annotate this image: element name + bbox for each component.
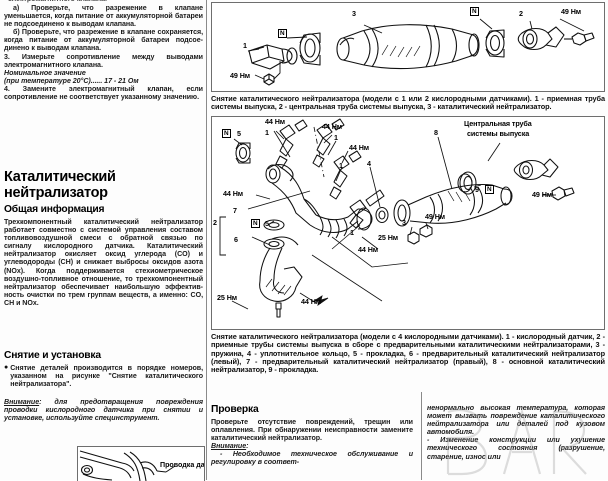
figure2-callout-2: 2 xyxy=(213,217,217,227)
inspection-section: Проверка Проверьте отсутствие повреждени… xyxy=(211,404,413,466)
figure1-n-mark-1: N xyxy=(278,29,287,38)
inspection-warning-label: Внимание xyxy=(211,441,247,450)
figure2-callout-5-a: 5 xyxy=(237,128,241,138)
figure2-callout-6: 6 xyxy=(234,234,238,244)
bullet-icon: ● xyxy=(4,364,9,371)
figure2-callout-7: 7 xyxy=(233,205,237,215)
figure2-center-pipe-label-line2: системы выпуска xyxy=(467,128,530,138)
figure2-n-mark-3: N xyxy=(485,184,494,194)
figure2-torque-44-a: 44 Нм xyxy=(265,116,285,126)
figure2-n-mark-1: N xyxy=(222,128,231,138)
page-title: Каталитический нейтрализатор xyxy=(4,169,116,201)
figure-2-drawing xyxy=(219,118,575,318)
figure2-callout-3: 3 xyxy=(402,217,406,227)
figure2-torque-44-e: 44 Нм xyxy=(358,244,378,254)
sensor-wiring-illustration: Проводка датчика xyxy=(77,446,205,481)
column-divider-1 xyxy=(205,0,207,480)
figure2-torque-44-f: 44 Нм xyxy=(301,296,321,306)
figure2-callout-5-b: 5 xyxy=(265,218,269,228)
figure1-callout-3: 3 xyxy=(352,9,356,18)
figure1-callout-1: 1 xyxy=(243,41,247,50)
sensor-wiring-drawing xyxy=(79,450,176,481)
nominal-label: Номинальное значение xyxy=(4,68,86,77)
nominal-value: (при температуре 20°C)...... 17 - 21 Ом xyxy=(4,76,139,85)
inspection-warning-colon: : xyxy=(246,441,249,450)
inspection-heading: Проверка xyxy=(211,404,259,415)
figure2-torque-49-b: 49 Нм xyxy=(532,189,552,199)
sensor-wiring-label-line1: Проводка датчика xyxy=(160,461,205,469)
figure2-torque-44-b: 44 Нм xyxy=(322,121,342,131)
figure2-callout-1-b: 1 xyxy=(334,132,338,142)
figure-2-caption: Снятие каталитического нейтрализатора (м… xyxy=(211,331,605,375)
figure2-center-pipe-label-line1: Центральная труба xyxy=(464,118,532,128)
warning-paragraph: Внимание: для предотвращения по­вреждени… xyxy=(4,398,203,422)
figure1-n-mark-2: N xyxy=(470,7,479,16)
figure2-callout-1-a: 1 xyxy=(265,127,269,137)
continuation-text: ненормально высокая температура, которая… xyxy=(427,404,605,437)
figure-1-drawing xyxy=(247,18,595,86)
step-a: а) Проверьте, что разрежение в кла­пане … xyxy=(4,4,203,29)
general-info-text: Трехкомпонентный каталитический ней­трал… xyxy=(4,218,203,307)
section-removal-heading: Снятие и установка xyxy=(4,350,101,361)
figure2-n-mark-2: N xyxy=(251,218,260,228)
figure2-callout-1-c: 1 xyxy=(339,160,343,170)
step-3: 3. Измерьте сопротивление между выводами… xyxy=(4,52,203,69)
figure2-torque-49-a: 49 Нм xyxy=(425,211,445,221)
figures-column: 1 3 2 49 Нм 49 Нм N N Снятие каталитичес… xyxy=(211,0,605,375)
figure2-torque-25-a: 25 Нм xyxy=(378,232,398,242)
left-text-column: электромагнитного клапана. а) Проверьте,… xyxy=(4,0,203,480)
continuation-bullet-2: - Изменение конструкции или уху­шение те… xyxy=(427,436,605,461)
figure2-callout-9: 9 xyxy=(475,184,479,194)
continuation-section: ненормально высокая температура, которая… xyxy=(427,404,605,461)
figure2-torque-25-b: 25 Нм xyxy=(217,292,237,302)
figure2-callout-4: 4 xyxy=(367,158,371,168)
figure-1-caption: Снятие каталитического нейтрализатора (м… xyxy=(211,94,605,112)
figure-2-exhaust-4-sensors: 44 Нм 44 Нм 44 Нм 1 1 1 4 8 5 5 7 6 2 3 … xyxy=(211,115,605,330)
step-4: 4. Замените электромагнитный кла­пан, ес… xyxy=(4,84,203,102)
removal-bullet-text: Снятие деталей производится в по­рядке н… xyxy=(10,364,203,389)
figure1-callout-2: 2 xyxy=(519,9,523,18)
column-divider-2 xyxy=(421,392,422,480)
step-b: б) Проверьте, что разрежение в клапане с… xyxy=(4,28,203,53)
figure1-torque-49-right: 49 Нм xyxy=(561,7,581,16)
inspection-warning-line: Внимание: xyxy=(211,442,413,450)
inspection-text: Проверьте отсутствие повреждений, трещин… xyxy=(211,417,413,442)
section-general-info-heading: Общая информация xyxy=(4,204,105,215)
figure2-callout-1-d: 1 xyxy=(350,227,354,237)
figure2-callout-8: 8 xyxy=(434,127,438,137)
figure2-torque-44-c: 44 Нм xyxy=(349,142,369,152)
warning-label: Внимание xyxy=(4,398,40,406)
clipped-top-line: электромагнитного клапана. xyxy=(8,0,207,4)
figure1-torque-49-left: 49 Нм xyxy=(230,71,250,80)
figure-1-exhaust-2-sensors: 1 3 2 49 Нм 49 Нм N N xyxy=(211,2,605,92)
figure2-torque-44-d: 44 Нм xyxy=(223,188,243,198)
warning-text: : для предотвращения по­вреждения провод… xyxy=(4,398,203,423)
inspection-bullet-1: - Необходимое техническое обслу­живание … xyxy=(211,449,413,466)
